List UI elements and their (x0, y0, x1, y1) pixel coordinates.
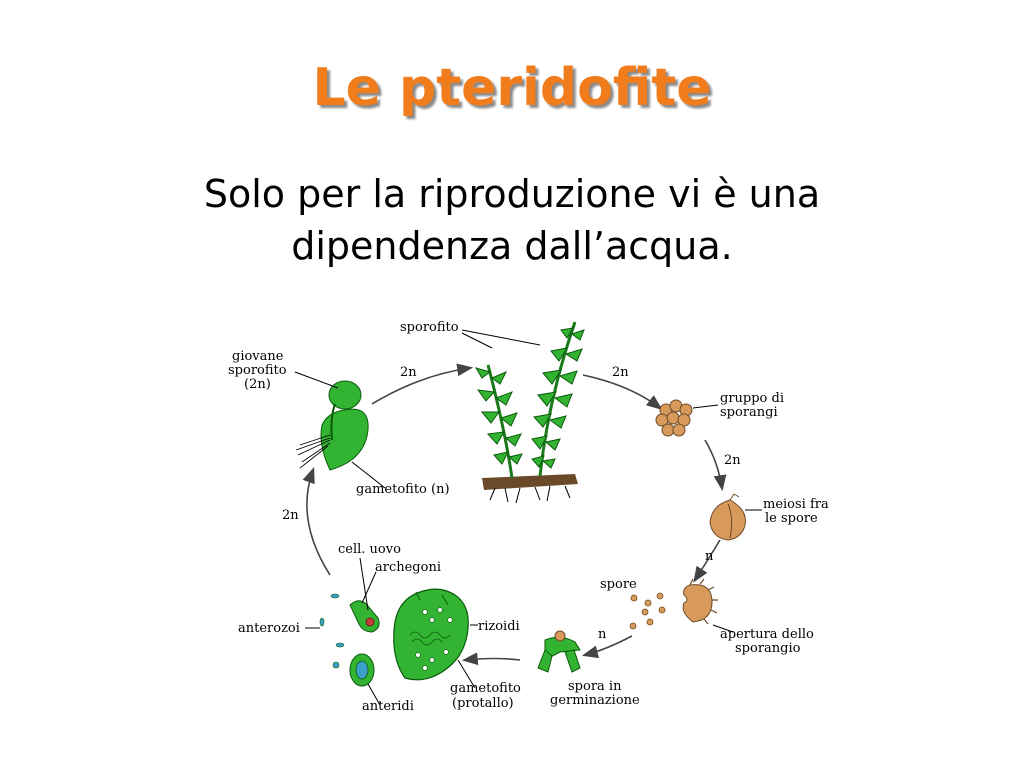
label-archegoni: archegoni (375, 560, 441, 575)
label-ploidy-top-left: 2n (400, 365, 417, 380)
label-gametofito-prot-2: (protallo) (452, 696, 514, 711)
arrow-opening-to-germination (581, 635, 633, 659)
label-sporofito: sporofito (400, 320, 459, 335)
arrow-sporangia-to-meiosis (704, 439, 727, 492)
archegonium (349, 600, 380, 633)
slide-title: Le pteridofite (312, 58, 712, 118)
label-giovane-1: giovane (232, 349, 284, 364)
leader-lines (294, 329, 762, 706)
frond-left (474, 367, 523, 465)
roots (489, 485, 571, 504)
cycle-arrows (302, 363, 727, 666)
slide-subtitle: Solo per la riproduzione vi è una dipend… (0, 168, 1024, 272)
label-meiosi-1: meiosi fra (763, 497, 829, 512)
label-giovane-2: sporofito (228, 363, 287, 378)
label-rizoidi: rizoidi (478, 619, 520, 634)
label-giovane-3: (2n) (244, 377, 271, 392)
young-rhizoids (295, 434, 331, 469)
arrow-germination-to-prothallus (461, 652, 521, 666)
antheridium (349, 653, 375, 687)
young-sporophyte (295, 380, 369, 471)
label-ploidy-top-right: 2n (612, 365, 629, 380)
label-anteridi: anteridi (362, 699, 414, 714)
label-spore: spore (600, 577, 637, 592)
frond-stem-left (486, 364, 514, 479)
arrow-gametophyte-to-young-sporophyte (302, 466, 331, 576)
sporophyte-fronds (474, 321, 585, 504)
soil-strip (482, 474, 578, 490)
frond-right (531, 327, 585, 469)
subtitle-line-1: Solo per la riproduzione vi è una (203, 172, 821, 216)
label-gruppo-1: gruppo di (720, 391, 784, 406)
label-ploidy-right-n: n (705, 549, 714, 564)
antherozoids (319, 593, 345, 669)
label-apertura-2: sporangio (735, 641, 801, 656)
arrow-young-to-sporophyte (371, 363, 474, 405)
label-ploidy-left: 2n (282, 508, 299, 523)
egg-cell (365, 617, 375, 627)
label-cell-uovo: cell. uovo (338, 542, 401, 557)
gametophyte-heart-small (320, 408, 369, 471)
label-apertura-1: apertura dello (720, 627, 814, 642)
label-gametofito-prot-1: gametofito (450, 681, 521, 696)
arrow-sporophyte-to-sporangia (582, 374, 663, 410)
arrow-meiosis-to-opening (693, 539, 721, 583)
label-spora-1: spora in (568, 679, 622, 694)
label-ploidy-right-upper: 2n (724, 453, 741, 468)
diagram-labels: sporofito giovane sporofito (2n) 2n 2n g… (228, 320, 829, 714)
label-gametofito-n: gametofito (n) (356, 482, 450, 497)
label-spora-2: germinazione (550, 693, 640, 708)
label-ploidy-bottom-n: n (598, 627, 607, 642)
sporangia-cluster (655, 399, 693, 437)
subtitle-line-2: dipendenza dall’acqua. (291, 224, 733, 268)
sporangium-open (682, 578, 718, 625)
label-anterozoi: anterozoi (238, 621, 300, 636)
spores (629, 592, 666, 630)
prothallus (393, 588, 469, 681)
sporangium-meiosis (709, 493, 746, 541)
germinating-spore (537, 630, 581, 673)
label-gruppo-2: sporangi (720, 405, 778, 420)
label-meiosi-2: le spore (765, 511, 818, 526)
